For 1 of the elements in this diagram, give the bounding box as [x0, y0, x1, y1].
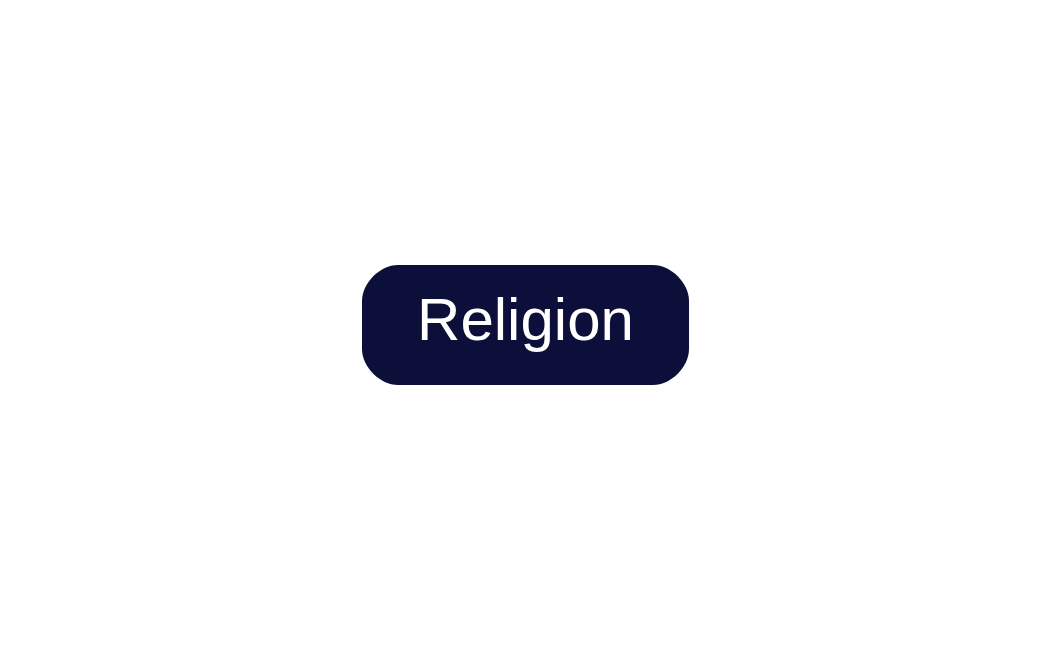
- node-box: Religion: [361, 265, 689, 385]
